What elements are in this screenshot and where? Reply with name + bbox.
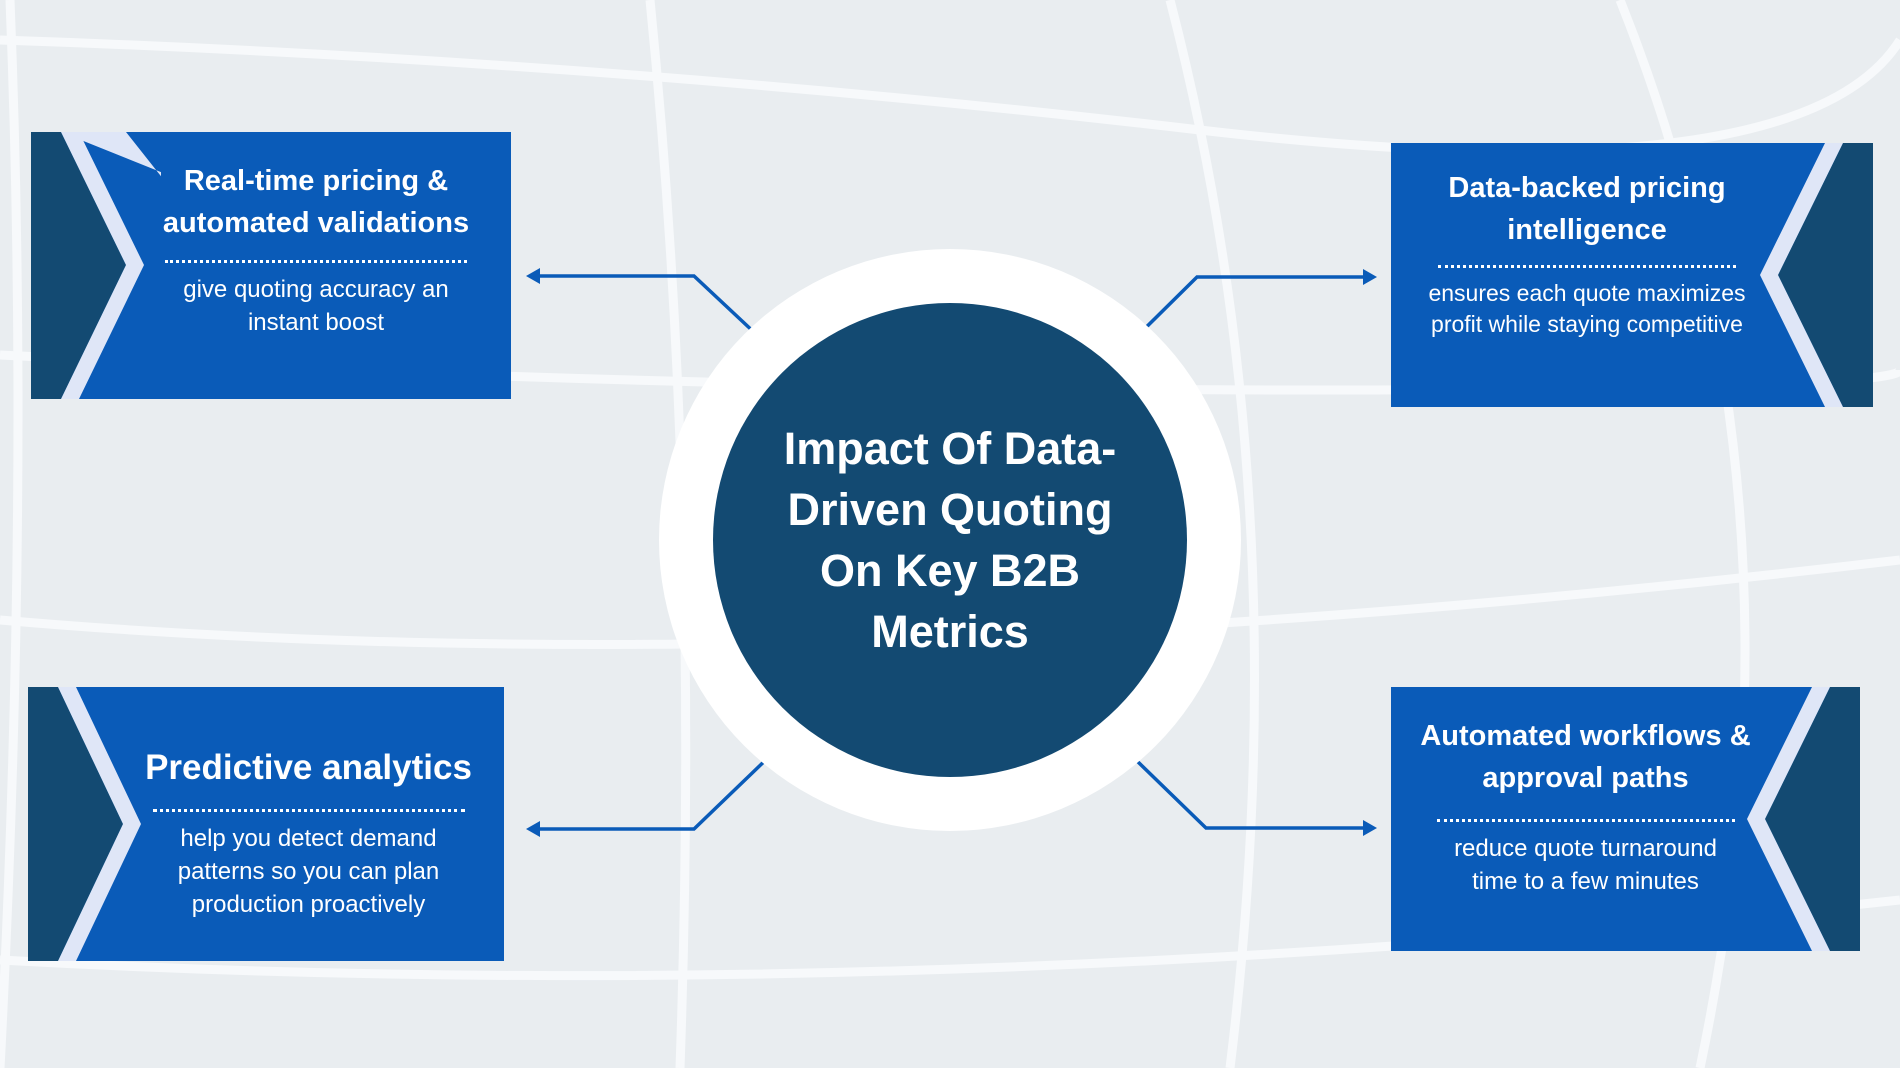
- card-body: ensures each quote maximizes profit whil…: [1428, 280, 1746, 337]
- divider: [1438, 265, 1736, 268]
- arrowhead-icon: [1363, 269, 1377, 285]
- card-title: Automated workflows & approval paths: [1420, 720, 1751, 794]
- card-title: Real-time pricing & automated validation…: [162, 165, 470, 239]
- chevron-right-icon: [31, 132, 161, 399]
- card-predictive-analytics: Predictive analytics help you detect dem…: [28, 687, 504, 961]
- divider: [1436, 819, 1735, 822]
- center-title: Impact Of Data-Driven Quoting On Key B2B…: [783, 423, 1117, 657]
- divider: [165, 260, 467, 263]
- arrowhead-icon: [526, 268, 540, 284]
- card-title: Data-backed pricing intelligence: [1448, 172, 1726, 246]
- center-circle: Impact Of Data-Driven Quoting On Key B2B…: [713, 303, 1187, 777]
- card-automated-workflows: Automated workflows & approval paths red…: [1391, 687, 1860, 951]
- card-realtime-pricing: Real-time pricing & automated validation…: [31, 132, 511, 399]
- card-body: help you detect demand patterns so you c…: [177, 825, 440, 918]
- arrowhead-icon: [526, 821, 540, 837]
- card-title: Predictive analytics: [145, 748, 472, 787]
- chevron-left-icon: [1747, 687, 1860, 951]
- chevron-left-icon: [1760, 143, 1873, 407]
- chevron-right-icon: [28, 687, 141, 961]
- card-body: reduce quote turnaround time to a few mi…: [1454, 835, 1717, 895]
- card-body: give quoting accuracy an instant boost: [183, 276, 449, 336]
- card-pricing-intelligence: Data-backed pricing intelligence ensures…: [1391, 143, 1873, 407]
- arrowhead-icon: [1363, 820, 1377, 836]
- divider: [152, 809, 465, 812]
